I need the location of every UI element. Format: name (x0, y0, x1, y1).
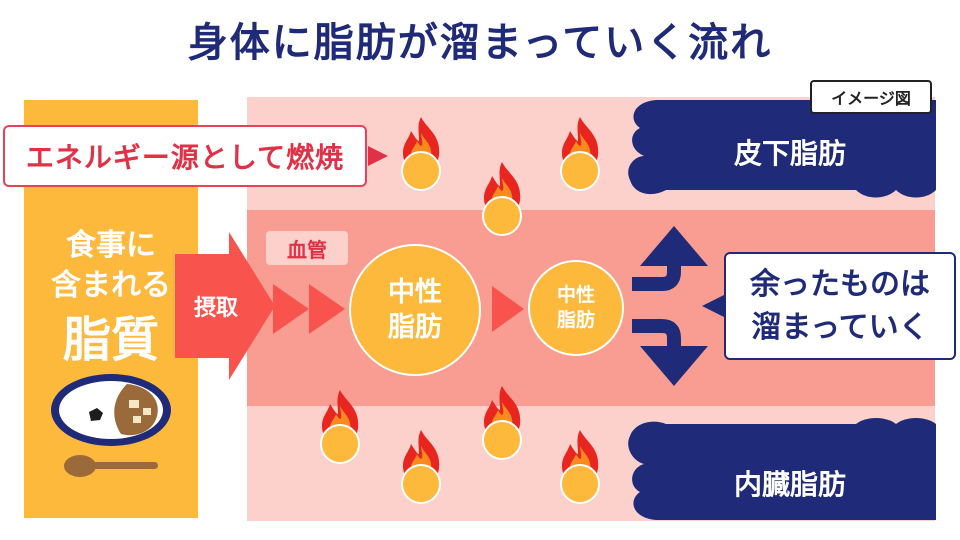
excess-message-line2: 溜まっていく (751, 310, 929, 345)
flow-chevron (273, 284, 309, 334)
flame-icon (482, 386, 522, 460)
food-line-1: 食事に (66, 228, 156, 263)
flame-icon (482, 162, 522, 236)
flame-icon (401, 117, 441, 191)
flow-chevron (309, 284, 345, 334)
page-title: 身体に脂肪が溜まっていく流れ (187, 20, 773, 66)
intake-label: 摂取 (193, 296, 238, 321)
intake-arrow (175, 232, 275, 380)
energy-callout: エネルギー源として燃焼 (3, 125, 367, 187)
split-arrow-icon (632, 226, 708, 386)
vessel-label: 血管 (266, 231, 348, 265)
excess-message-line1: 余ったものは (750, 266, 930, 302)
neutral-fat-small: 中性 脂肪 (528, 260, 624, 356)
pointer-left-icon (702, 294, 726, 318)
neutral-fat-small-line1: 中性 (556, 284, 595, 307)
food-panel: 食事に 含まれる 脂質 (24, 100, 198, 518)
neutral-fat-large: 中性 脂肪 (349, 244, 481, 376)
flow-chevron (492, 286, 524, 332)
visceral-fat-label: 内臓脂肪 (733, 468, 846, 501)
neutral-fat-small-line2: 脂肪 (556, 309, 595, 331)
visceral-fat-cloud (628, 418, 936, 520)
food-line-3: 脂質 (62, 312, 159, 368)
flame-icon (560, 117, 600, 191)
excess-message: 余ったものは 溜まっていく (724, 252, 956, 360)
neutral-fat-large-line2: 脂肪 (388, 312, 442, 343)
callout-pointer (368, 146, 388, 166)
spoon-icon (64, 455, 158, 477)
subcutaneous-fat-cloud (628, 100, 936, 198)
flame-icon (401, 430, 441, 504)
flame-icon (320, 390, 360, 464)
image-note-badge: イメージ図 (810, 80, 932, 114)
neutral-fat-large-line1: 中性 (388, 276, 442, 308)
food-line-2: 含まれる (51, 268, 171, 303)
curry-plate-icon (51, 374, 171, 446)
subcutaneous-fat-label: 皮下脂肪 (733, 137, 846, 170)
flame-icon (560, 430, 600, 504)
